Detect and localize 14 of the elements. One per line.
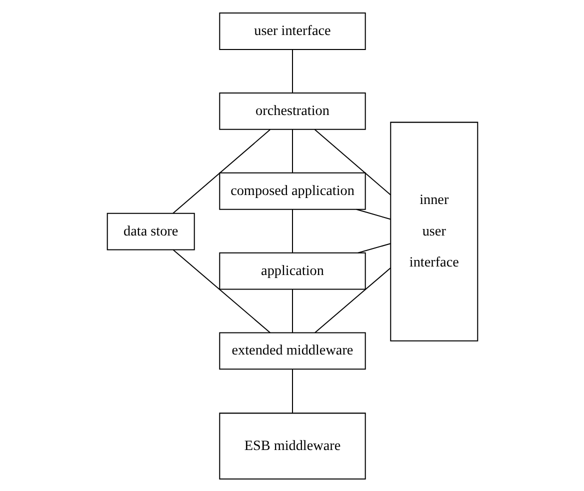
connector [314, 128, 390, 195]
node-box: user interface [218, 12, 366, 50]
connector [357, 242, 390, 253]
node-box: inner user interface [390, 121, 478, 341]
node-box: data store [106, 212, 194, 250]
node-box: orchestration [218, 92, 366, 130]
connector [314, 267, 390, 332]
connector [172, 249, 270, 333]
node-box: ESB middleware [218, 412, 366, 479]
connector [356, 208, 390, 220]
node-box: application [218, 252, 366, 290]
node-box: composed application [218, 172, 366, 210]
node-box: extended middleware [218, 332, 366, 370]
connector [172, 128, 270, 214]
